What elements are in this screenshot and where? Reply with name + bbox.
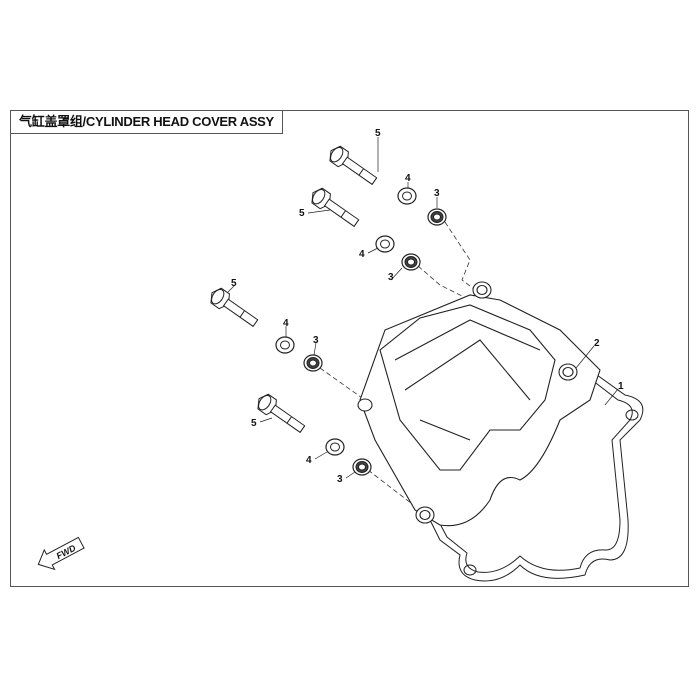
callout-4: 4 [405, 173, 411, 184]
washer-icon [325, 438, 345, 456]
callout-3: 3 [337, 474, 343, 485]
callout-4: 4 [306, 455, 312, 466]
seal-icon [427, 208, 447, 226]
callout-3: 3 [434, 188, 440, 199]
callout-5: 5 [375, 128, 381, 139]
callout-3: 3 [388, 272, 394, 283]
bolt-icon [325, 142, 381, 189]
seal-icon [401, 253, 421, 271]
callout-3: 3 [313, 335, 319, 346]
bolt-set-3 [206, 284, 323, 372]
diagram-frame [10, 110, 689, 587]
callout-2: 2 [594, 338, 600, 349]
diagram-title: 气缸盖罩组/CYLINDER HEAD COVER ASSY [10, 110, 283, 134]
washer-icon [275, 336, 295, 354]
callout-5: 5 [231, 278, 237, 289]
callout-4: 4 [283, 318, 289, 329]
callout-lines [227, 137, 619, 479]
callout-5: 5 [299, 208, 305, 219]
bolt-icon [206, 284, 262, 331]
washer-icon [375, 235, 395, 253]
bolt-set-4 [253, 390, 372, 476]
seal-icon [352, 458, 372, 476]
fwd-arrow-icon: FWD [37, 536, 85, 571]
bolt-icon [307, 184, 363, 231]
callout-5: 5 [251, 418, 257, 429]
callout-1: 1 [618, 381, 624, 392]
washer-icon [397, 187, 417, 205]
assembly-leader-lines [319, 221, 483, 511]
callout-4: 4 [359, 249, 365, 260]
callout-labels: 5 4 3 5 4 3 5 4 3 5 4 3 2 1 [231, 128, 624, 485]
gasket-part-1 [429, 329, 644, 582]
cylinder-head-cover-part-2 [357, 281, 601, 527]
seal-icon [303, 354, 323, 372]
bolt-icon [253, 390, 309, 437]
